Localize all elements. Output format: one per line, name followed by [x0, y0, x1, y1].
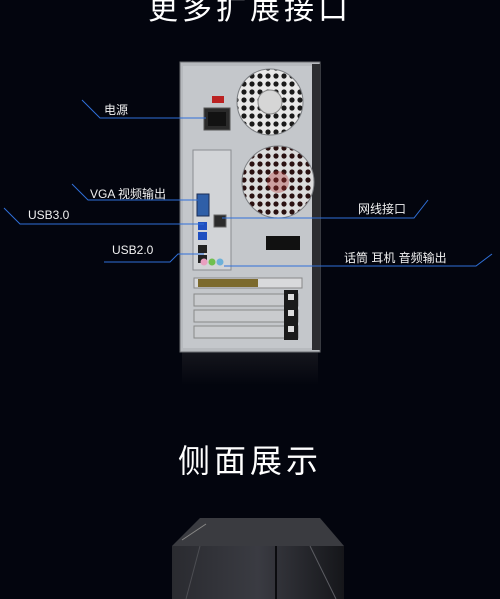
usb2-label: USB2.0 [112, 243, 154, 257]
pc-side-view [172, 518, 344, 599]
usb2-leader [104, 253, 204, 263]
usb3-port-1 [198, 222, 207, 230]
section-title: 侧面展示 [177, 442, 322, 480]
expansion-slots [193, 277, 303, 340]
vga-leader [71, 183, 198, 201]
chassis-rear-panel [179, 61, 321, 353]
power-label: 电源 [104, 103, 129, 117]
network-label: 网线接口 [358, 202, 407, 216]
vga-port [196, 193, 210, 217]
audio-label: 话筒 耳机 音频输出 [344, 251, 447, 265]
usb3-leader [3, 207, 204, 225]
leader-lines [3, 99, 493, 267]
page-title: 更多扩展接口 [148, 0, 352, 27]
network-leader [222, 199, 429, 219]
line-out-jack [216, 258, 224, 266]
usb3-label: USB3.0 [28, 208, 70, 222]
mic-jack [200, 258, 208, 266]
lock-slot [266, 236, 300, 250]
vga-label: VGA 视频输出 [90, 187, 167, 201]
audio-leader [224, 253, 493, 267]
power-leader [81, 99, 206, 119]
usb2-port-1 [198, 245, 207, 253]
usb3-port-2 [198, 232, 207, 240]
headphone-jack [208, 258, 216, 266]
power-warning-label [212, 96, 224, 103]
network-port [213, 214, 227, 228]
